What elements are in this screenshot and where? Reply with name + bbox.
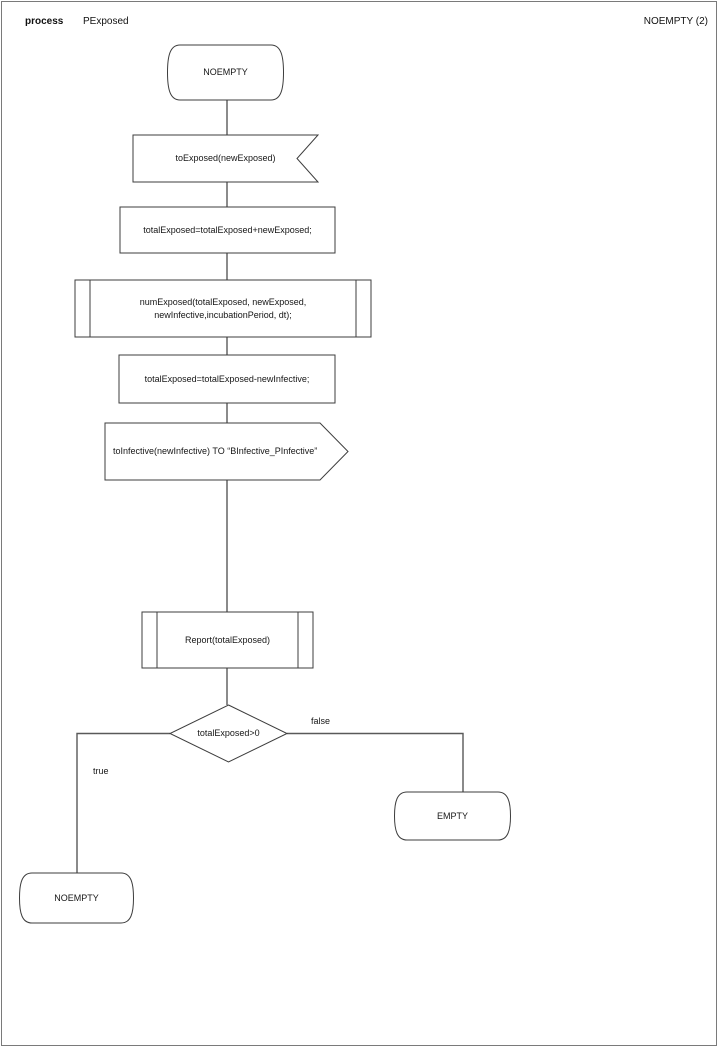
branch-true-label: true: [93, 766, 109, 776]
task-subtract-shape: [118, 354, 336, 404]
procedure-numexposed-label: numExposed(totalExposed, newExposed, new…: [139, 296, 307, 320]
header-state-ref: NOEMPTY (2): [643, 16, 708, 27]
empty-state-shape: [393, 791, 512, 841]
noempty-state-shape: [18, 872, 135, 924]
procedure-report-shape: [141, 611, 314, 669]
connector-true-branch: [76, 732, 170, 873]
procedure-report-label: Report(totalExposed): [184, 634, 271, 645]
procedure-numexposed-shape: [74, 279, 372, 338]
empty-state-label: EMPTY: [436, 810, 468, 821]
output-signal-shape: [104, 422, 349, 481]
task-add-label: totalExposed=totalExposed+newExposed;: [143, 224, 312, 235]
branch-false-label: false: [311, 716, 331, 726]
process-name: PExposed: [83, 16, 129, 27]
decision-label: totalExposed>0: [197, 728, 260, 738]
task-subtract-label: totalExposed=totalExposed-newInfective;: [144, 373, 310, 384]
start-state-shape: [166, 44, 285, 101]
decision-shape: [168, 704, 289, 763]
process-keyword: process: [25, 16, 64, 27]
noempty-state-label: NOEMPTY: [54, 892, 99, 903]
task-add-shape: [119, 206, 336, 254]
start-state-label: NOEMPTY: [203, 67, 248, 77]
input-signal-shape: [132, 134, 320, 183]
output-signal-label: toInfective(newInfective) TO “BInfective…: [113, 446, 318, 456]
connector-false-branch: [287, 732, 464, 792]
input-signal-label: toExposed(newExposed): [175, 153, 276, 163]
